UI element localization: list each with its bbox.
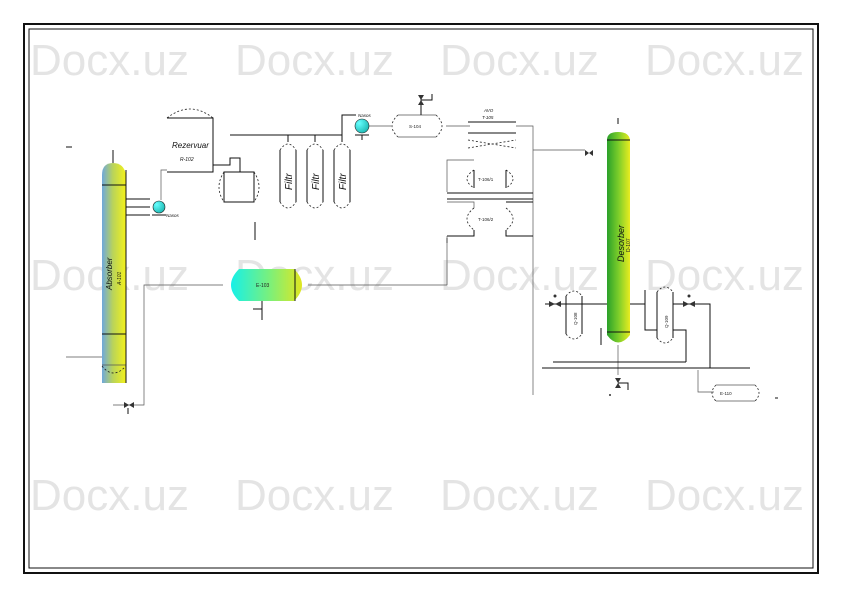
svg-text:Docx.uz: Docx.uz bbox=[235, 471, 394, 520]
outer-frame bbox=[23, 23, 819, 574]
valve-right bbox=[683, 294, 695, 307]
svg-text:Rezervuar: Rezervuar bbox=[172, 141, 209, 150]
tank-vessel: E-110 bbox=[711, 384, 778, 402]
svg-text:Q-108: Q-108 bbox=[573, 312, 578, 325]
svg-text:D-107: D-107 bbox=[626, 238, 632, 252]
heat-exchanger-2: T-106/2 bbox=[446, 201, 533, 243]
settler-vessel: E-103 bbox=[231, 222, 302, 320]
svg-text:A-101: A-101 bbox=[117, 271, 123, 286]
desorber-bottom-valve bbox=[609, 378, 629, 396]
svg-text:Docx.uz: Docx.uz bbox=[645, 251, 804, 300]
svg-text:Docx.uz: Docx.uz bbox=[645, 471, 804, 520]
pipe-settler-absorber bbox=[113, 284, 223, 406]
svg-text:R-102: R-102 bbox=[180, 157, 194, 163]
svg-text:AVO: AVO bbox=[483, 108, 494, 113]
filter-2: Filtr bbox=[306, 135, 324, 209]
svg-text:Filtr: Filtr bbox=[311, 173, 322, 190]
reboiler-right: Q-109 bbox=[644, 286, 687, 362]
desorber-column: Desorber D-107 bbox=[607, 118, 632, 375]
pipe-to-tank bbox=[697, 370, 714, 393]
small-vessel bbox=[218, 171, 260, 203]
svg-text:T-106/2: T-106/2 bbox=[478, 217, 494, 222]
vent-valve bbox=[418, 94, 433, 115]
absorber-side-lines bbox=[126, 198, 150, 216]
svg-text:Docx.uz: Docx.uz bbox=[440, 251, 599, 300]
air-cooler: AVO T-105 bbox=[467, 108, 517, 149]
pipe-right-return bbox=[673, 303, 711, 368]
svg-text:T-106/1: T-106/1 bbox=[478, 177, 494, 182]
pipe-pump1-reservoir bbox=[160, 169, 167, 200]
pump-2: Nasos bbox=[354, 113, 372, 140]
svg-text:Absorber: Absorber bbox=[105, 257, 114, 291]
svg-text:Docx.uz: Docx.uz bbox=[30, 36, 189, 85]
reboiler-left: Q-108 bbox=[565, 290, 583, 340]
reservoir: Rezervuar R-102 bbox=[166, 108, 214, 173]
watermarks: Docx.uz Docx.uz Docx.uz Docx.uz Docx.uz … bbox=[30, 36, 804, 520]
svg-text:S-104: S-104 bbox=[409, 124, 422, 129]
separator-vessel: S-104 bbox=[391, 114, 443, 138]
pump-1: Nasos bbox=[152, 200, 180, 218]
filter-header-pipe bbox=[230, 114, 356, 136]
filter-1: Filtr bbox=[279, 135, 297, 209]
svg-text:Filtr: Filtr bbox=[338, 173, 349, 190]
bottom-valve-absorber bbox=[124, 402, 134, 414]
svg-text:E-110: E-110 bbox=[720, 391, 732, 396]
valve-left bbox=[549, 294, 561, 307]
svg-text:T-105: T-105 bbox=[482, 115, 494, 120]
svg-text:Q-109: Q-109 bbox=[664, 315, 669, 328]
svg-text:Docx.uz: Docx.uz bbox=[30, 471, 189, 520]
svg-text:Desorber: Desorber bbox=[616, 224, 626, 262]
svg-text:Docx.uz: Docx.uz bbox=[235, 36, 394, 85]
heat-exchanger-1: T-106/1 bbox=[446, 159, 533, 200]
pipe-reservoir-vessel bbox=[213, 157, 241, 172]
svg-text:Docx.uz: Docx.uz bbox=[645, 36, 804, 85]
desorber-top-valve bbox=[585, 150, 593, 156]
pipe-right-riser bbox=[516, 125, 534, 395]
svg-text:E-103: E-103 bbox=[256, 283, 270, 289]
filter-3: Filtr bbox=[333, 135, 351, 209]
svg-text:Docx.uz: Docx.uz bbox=[440, 471, 599, 520]
svg-text:Nasos: Nasos bbox=[358, 113, 372, 118]
absorber-column: Absorber A-101 bbox=[66, 146, 127, 383]
inner-frame bbox=[28, 28, 814, 569]
svg-text:Docx.uz: Docx.uz bbox=[440, 36, 599, 85]
svg-text:Nasos: Nasos bbox=[166, 213, 180, 218]
svg-text:Filtr: Filtr bbox=[284, 173, 295, 190]
